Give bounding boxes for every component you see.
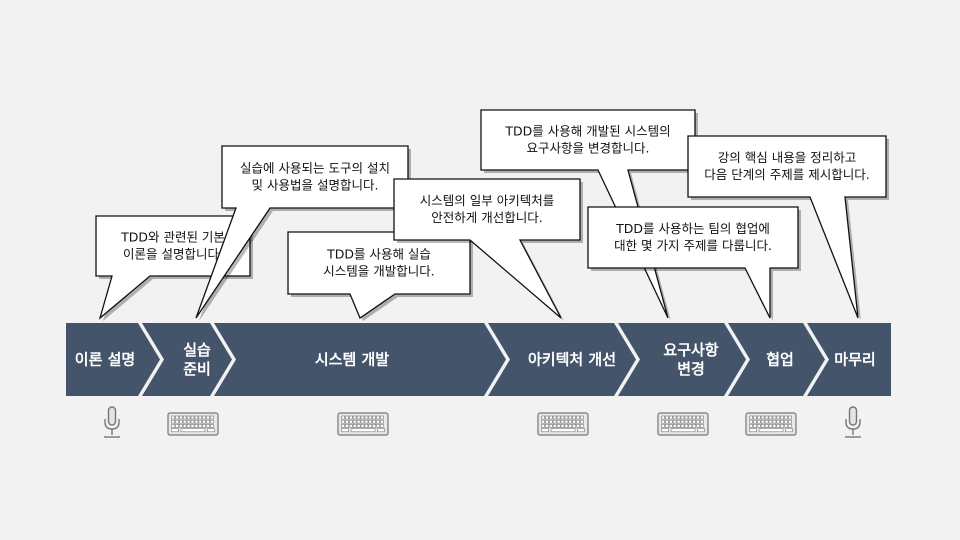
stage-label: 시스템 개발 <box>315 351 389 369</box>
stage-label: 협업 <box>766 351 794 369</box>
callout-text: TDD를 사용하는 팀의 협업에 <box>615 221 770 236</box>
chevron-shape <box>618 323 746 396</box>
chevron-shape <box>728 323 825 396</box>
callout-text: 시스템의 일부 아키텍처를 <box>420 193 554 208</box>
callout-bubble: 실습에 사용되는 도구의 설치및 사용법을 설명합니다. <box>195 145 411 321</box>
callout-text: 대한 몇 가지 주제를 다룹니다. <box>614 238 772 253</box>
callout-text: 강의 핵심 내용을 정리하고 <box>718 150 856 165</box>
callout-shape <box>587 206 799 319</box>
callout-shape <box>687 135 887 319</box>
microphone-icon <box>104 406 120 438</box>
keyboard-icon <box>745 412 797 436</box>
callout-text: TDD와 관련된 기본 <box>120 230 225 245</box>
keyboard-icon <box>657 412 709 436</box>
keyboard-icon <box>167 412 219 436</box>
stage-label: 요구사항 <box>663 341 718 359</box>
stage-chevron: 마무리 <box>807 323 891 396</box>
callout-text: 시스템을 개발합니다. <box>323 264 434 279</box>
stage-chevron: 협업 <box>728 323 825 396</box>
stage-chevron: 시스템 개발 <box>214 323 506 396</box>
keyboard-icon <box>537 412 589 436</box>
chevron-shape <box>807 323 891 396</box>
chevron-shape <box>214 323 506 396</box>
callout-text: 및 사용법을 설명합니다. <box>252 178 379 193</box>
callout-text: 이론을 설명합니다. <box>123 247 223 262</box>
microphone-icon <box>845 406 861 438</box>
keyboard-icon <box>337 412 389 436</box>
callout-shape <box>393 178 581 319</box>
stage-chevron: 이론 설명 <box>66 323 160 396</box>
callout-text: TDD를 사용해 개발된 시스템의 <box>504 124 670 139</box>
stage-label: 변경 <box>677 360 705 378</box>
callout-shape <box>195 145 409 319</box>
callout-shape <box>287 231 471 319</box>
callout-text: 요구사항을 변경합니다. <box>527 141 650 156</box>
stage-label: 실습 <box>183 341 211 359</box>
chevron-shape <box>142 323 232 396</box>
chevron-shape <box>66 323 160 396</box>
stage-label: 이론 설명 <box>75 351 135 369</box>
callout-text: 다음 단계의 주제를 제시합니다. <box>704 167 869 182</box>
stage-chevron: 아키텍처 개선 <box>488 323 636 396</box>
stage-label: 아키텍처 개선 <box>528 351 616 369</box>
callout-text: TDD를 사용해 실습 <box>326 247 431 262</box>
callout-text: 실습에 사용되는 도구의 설치 <box>240 161 390 176</box>
stage-label: 마무리 <box>834 351 875 369</box>
stage-label: 준비 <box>183 360 211 378</box>
stage-icons <box>104 406 861 438</box>
chevron-shape <box>488 323 636 396</box>
callout-text: 안전하게 개선합니다. <box>431 210 542 225</box>
